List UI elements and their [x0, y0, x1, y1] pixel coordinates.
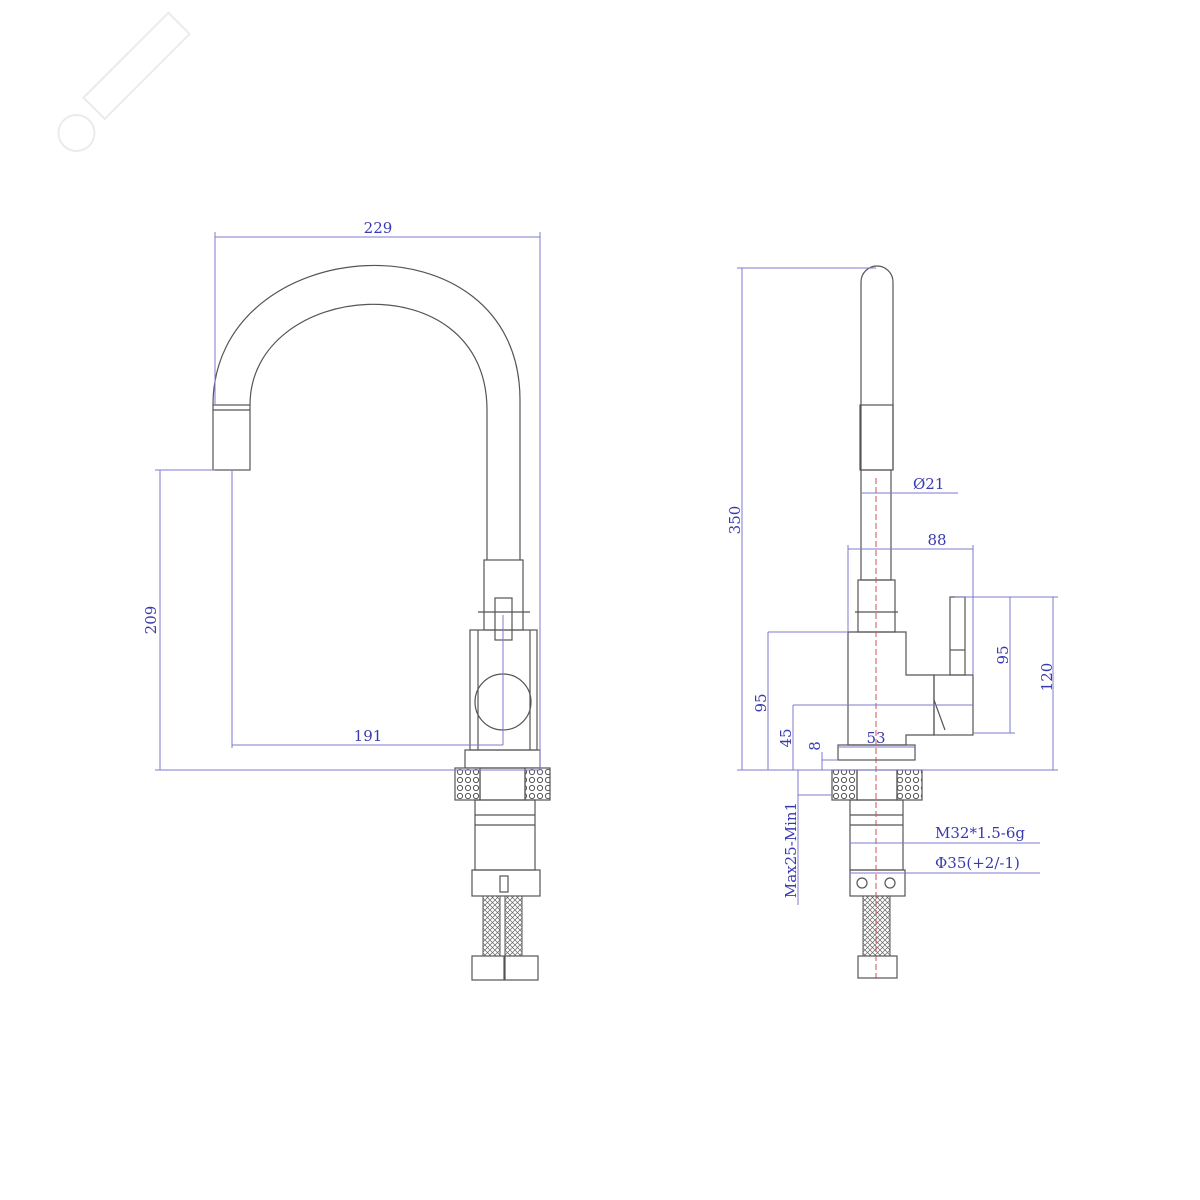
hose-nut-left — [471, 955, 505, 981]
hole-diameter: Φ35(+2/-1) — [935, 854, 1020, 872]
dim-191: 191 — [354, 727, 383, 745]
spout-side — [860, 265, 894, 470]
front-view — [212, 265, 551, 981]
side-view — [831, 265, 974, 982]
hose-nut-side — [857, 955, 898, 979]
dim-229: 229 — [364, 219, 393, 237]
supply-hose-left — [482, 895, 501, 957]
dim-209: 209 — [142, 606, 160, 635]
hose-connector-side — [849, 869, 906, 897]
dim-8: 8 — [806, 741, 824, 751]
knurled-nut-right — [524, 767, 551, 801]
dim-350: 350 — [726, 506, 744, 535]
knurled-nut-left — [454, 767, 481, 801]
dim-95-body: 95 — [752, 693, 770, 712]
supply-hose-right — [504, 895, 523, 957]
dim-o21: Ø21 — [913, 475, 944, 493]
body-side — [847, 631, 935, 746]
shank — [474, 799, 536, 871]
front-dimensions: 229 209 191 — [142, 219, 541, 771]
thread-spec: M32*1.5-6g — [935, 824, 1025, 842]
base-plate — [464, 749, 541, 769]
dim-deck-thickness: Max25-Min1 — [782, 802, 800, 898]
knurled-nut-side-left — [831, 769, 858, 801]
watermark-logo — [57, 11, 192, 153]
dim-95-handle: 95 — [994, 645, 1012, 664]
knurled-nut-side-right — [896, 769, 923, 801]
dim-53: 53 — [866, 729, 885, 747]
dim-88: 88 — [927, 531, 946, 549]
side-dimensions: 350 Ø21 88 95 120 95 45 8 53 Max25-Min1 … — [726, 267, 1058, 905]
spout-inner — [249, 303, 488, 560]
dim-45: 45 — [777, 728, 795, 747]
hose-nut-right — [504, 955, 539, 981]
aerator-nozzle — [212, 404, 251, 471]
aerator-side — [859, 404, 894, 471]
dim-120: 120 — [1038, 663, 1056, 692]
spout-outer — [212, 265, 521, 560]
handle-lever-side — [949, 596, 966, 676]
